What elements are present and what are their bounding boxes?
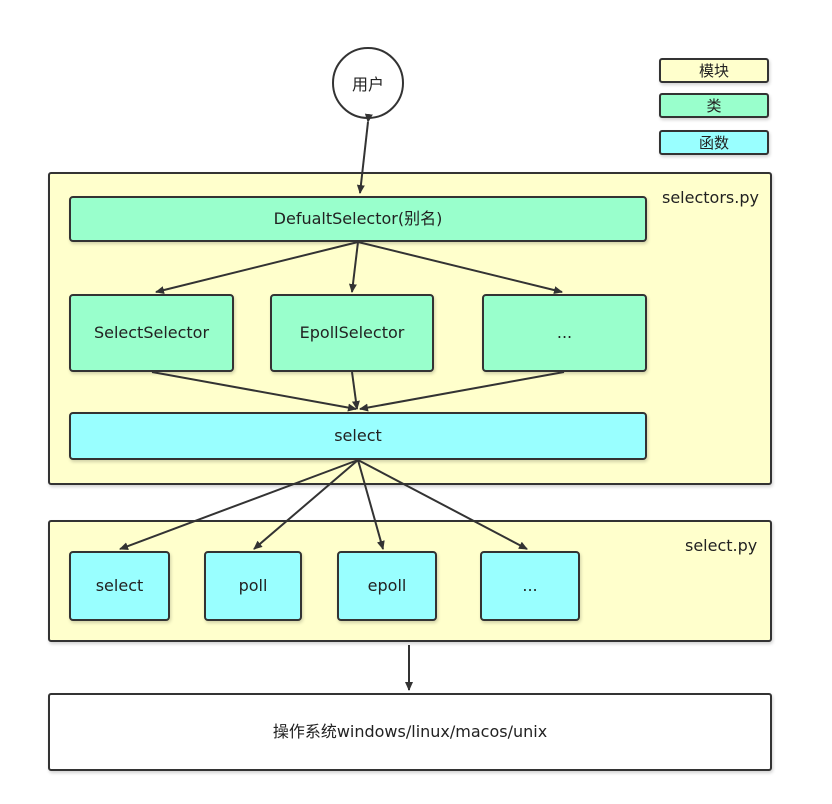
epoll-selector-node: EpollSelector xyxy=(270,294,434,372)
poll-func-node: poll xyxy=(204,551,302,621)
other-selector-node: ... xyxy=(482,294,647,372)
select-module-label: select.py xyxy=(685,536,758,555)
default-selector-node: DefualtSelector(别名) xyxy=(69,196,647,242)
user-node: 用户 xyxy=(332,47,404,119)
epoll-func-node: epoll xyxy=(337,551,437,621)
other-func-node: ... xyxy=(480,551,580,621)
select-selector-node: SelectSelector xyxy=(69,294,234,372)
legend-module: 模块 xyxy=(659,58,769,83)
legend-class: 类 xyxy=(659,93,769,118)
select-function-node: select xyxy=(69,412,647,460)
select-func-node: select xyxy=(69,551,170,621)
os-node: 操作系统windows/linux/macos/unix xyxy=(48,693,772,771)
selectors-module-label: selectors.py xyxy=(662,188,759,207)
legend-function: 函数 xyxy=(659,130,769,155)
